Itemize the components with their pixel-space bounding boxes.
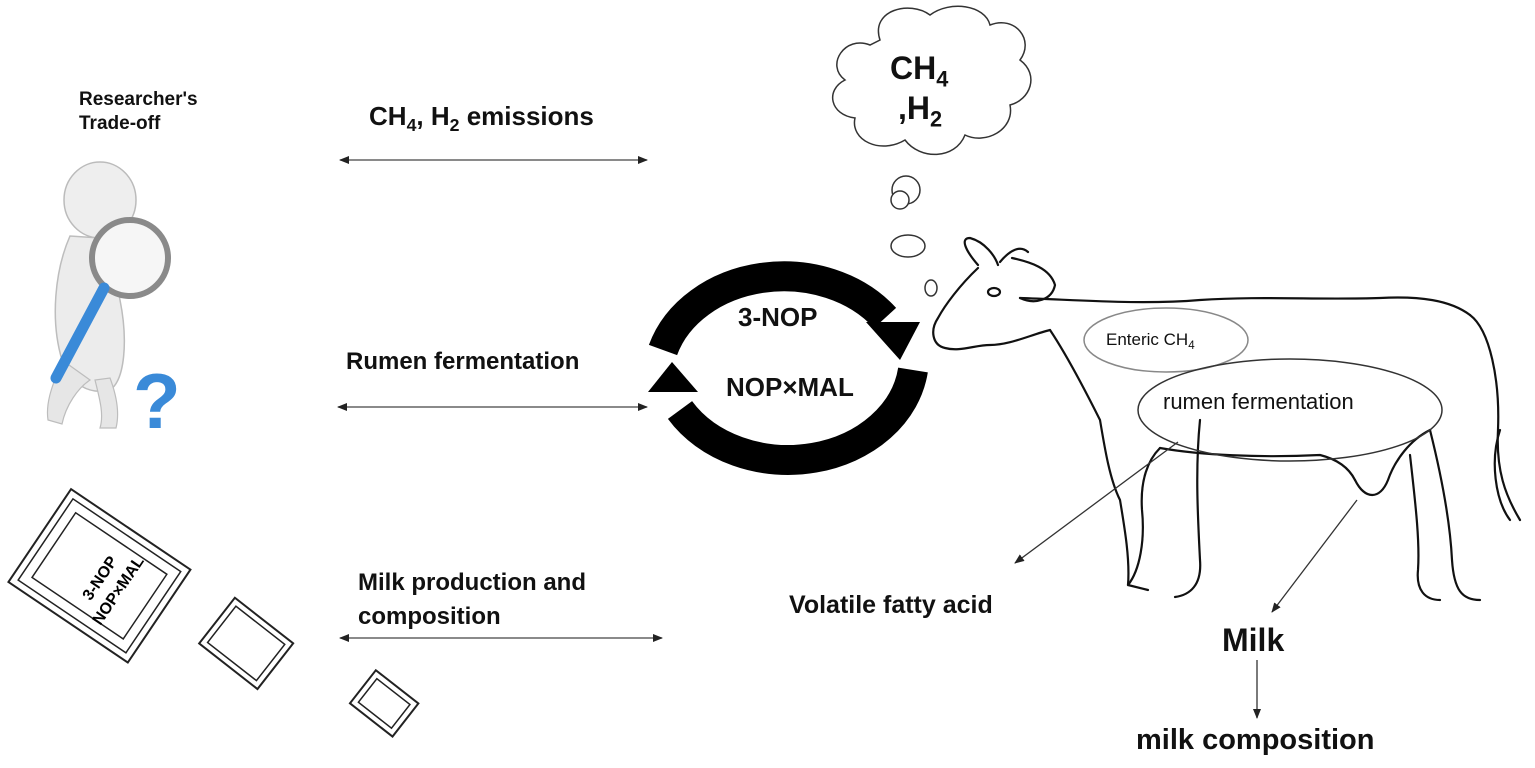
thought-cloud: [831, 5, 1032, 297]
rumen-fermentation-cow-label: rumen fermentation: [1163, 389, 1354, 414]
enteric-ch4-sub: 4: [1188, 340, 1195, 353]
packet-medium: [197, 596, 295, 691]
rumen-fermentation-label: Rumen fermentation: [346, 348, 580, 375]
emissions-post: emissions: [459, 101, 594, 131]
cloud-h2-label: ,H2: [898, 90, 942, 130]
emissions-sub2: 2: [449, 115, 460, 136]
milk-production-label: Milk production and composition: [358, 566, 586, 634]
milk-composition-label: milk composition: [1136, 724, 1375, 756]
cloud-ch4-sub: 4: [936, 66, 949, 92]
researcher-label-line2: Trade-off: [79, 113, 161, 134]
researcher-figure: [46, 161, 171, 429]
researcher-tradeoff-label: Researcher's Trade-off: [79, 88, 198, 136]
cycle-label-3nop: 3-NOP: [738, 302, 818, 332]
enteric-ellipse: [1083, 307, 1249, 373]
question-mark-icon: ?: [133, 357, 181, 445]
emissions-sub1: 4: [406, 115, 417, 136]
milk-arrow: [1271, 499, 1358, 613]
vfa-label: Volatile fatty acid: [789, 591, 993, 619]
cow-outline: [932, 236, 1522, 602]
cycle-label-nopxmal: NOP×MAL: [726, 372, 854, 402]
milk-production-line1: Milk production and: [358, 569, 586, 596]
cloud-ch4-label: CH4: [890, 50, 948, 90]
researcher-label-line1: Researcher's: [79, 89, 198, 110]
emissions-pre: CH: [369, 101, 407, 131]
milk-production-line2: composition: [358, 603, 501, 630]
cycle-arrows: [648, 261, 928, 475]
vfa-arrow: [1014, 441, 1179, 564]
cloud-ch4-pre: CH: [890, 50, 937, 86]
packet-large: [7, 487, 192, 664]
cloud-h2-pre: ,H: [898, 90, 930, 126]
rumen-ellipse: [1137, 358, 1443, 462]
cloud-h2-sub: 2: [930, 106, 943, 132]
packet-small: [348, 668, 420, 738]
emissions-mid: , H: [416, 101, 450, 131]
enteric-ch4-pre: Enteric CH: [1106, 330, 1189, 349]
enteric-ch4-label: Enteric CH4: [1106, 330, 1195, 353]
emissions-label: CH4, H2 emissions: [369, 101, 594, 136]
milk-label: Milk: [1222, 622, 1285, 658]
